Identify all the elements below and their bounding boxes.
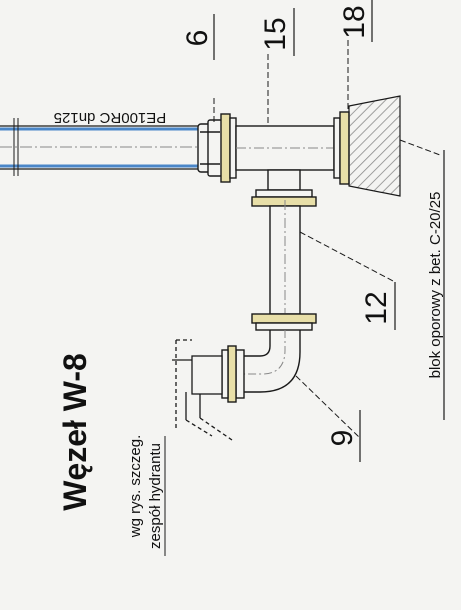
pipe-label: PE100RC dn125 (54, 109, 167, 126)
flange-18 (333, 111, 350, 185)
leader-lines (213, 40, 441, 439)
callout-18: 18 (338, 5, 371, 38)
tee-15 (235, 125, 335, 191)
pe-pipe (0, 118, 202, 176)
leader-underlines (213, 0, 445, 462)
callout-6: 6 (181, 30, 214, 47)
callout-12: 12 (360, 291, 393, 324)
callout-15: 15 (259, 17, 292, 50)
callout-9: 9 (326, 430, 359, 447)
hydrant-assembly (172, 339, 233, 441)
thrust-block (348, 95, 401, 197)
coupling-6 (197, 113, 237, 183)
note-line-2: zespół hydrantu (147, 443, 164, 549)
elbow-9 (221, 330, 301, 403)
pipe-12 (251, 189, 317, 331)
support-label: blok oporowy z bet. C-20/25 (427, 192, 444, 379)
drawing-title: Węzeł W-8 (57, 353, 93, 511)
note-line-1: wg rys. szczeg. (127, 435, 144, 539)
